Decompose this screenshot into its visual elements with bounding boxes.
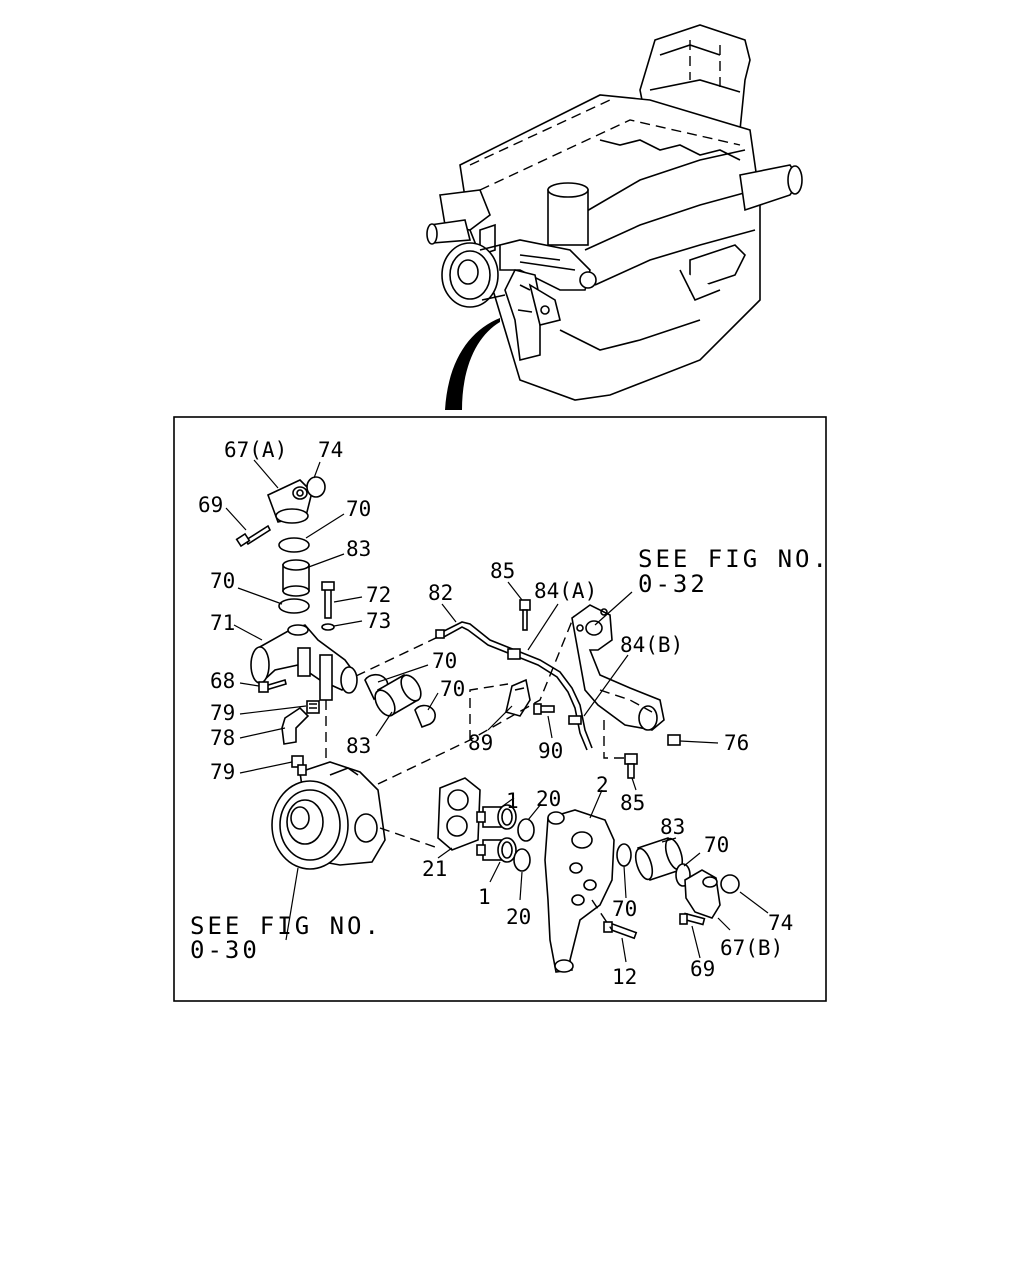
bolt-69-upper [235, 524, 272, 548]
callout-83-upper: 83 [346, 537, 371, 561]
callout-labels: 67(A) 74 69 70 83 70 72 71 73 68 79 78 7… [190, 438, 830, 989]
callout-21: 21 [422, 857, 447, 881]
bypass-pipe-82 [435, 621, 593, 751]
plug-76 [667, 734, 681, 746]
callout-83-right: 83 [660, 815, 685, 839]
callout-72: 72 [366, 583, 391, 607]
callout-70-c: 70 [432, 649, 457, 673]
seal-20-upper [517, 818, 535, 842]
thermostat-1-lower [476, 837, 517, 863]
hose-83-upper [282, 559, 310, 597]
parts-group [235, 476, 740, 973]
callout-70-d: 70 [440, 677, 465, 701]
callout-70-f: 70 [612, 897, 637, 921]
clamp-70-d [414, 704, 436, 729]
detail-frame [173, 416, 827, 1002]
callout-69-upper: 69 [198, 493, 223, 517]
bracket-89 [505, 678, 531, 717]
callout-70-a: 70 [346, 497, 371, 521]
hose-83-right [634, 836, 684, 882]
callout-70-b: 70 [210, 569, 235, 593]
callout-12: 12 [612, 965, 637, 989]
callout-74-lower: 74 [768, 911, 793, 935]
thermostat-housing-lower [684, 869, 721, 919]
elbow-hose-78 [281, 706, 310, 745]
bolt-85-upper [519, 599, 531, 631]
callout-73: 73 [366, 609, 391, 633]
gasket-74-upper [306, 476, 326, 498]
bolt-68 [258, 678, 287, 693]
callout-82: 82 [428, 581, 453, 605]
callout-67a: 67(A) [224, 438, 287, 462]
see-fig-ref-top-line1: SEE FIG NO. [638, 545, 830, 573]
spacer-bolt-column [319, 654, 333, 770]
callout-85-lower: 85 [620, 791, 645, 815]
callout-85-upper: 85 [490, 559, 515, 583]
gasket-21 [437, 777, 481, 851]
callout-84b: 84(B) [620, 633, 683, 657]
o-ring-70-b [278, 598, 310, 614]
bracket-84a [571, 604, 665, 731]
callout-68: 68 [210, 669, 235, 693]
callout-70-e: 70 [704, 833, 729, 857]
water-pump [271, 761, 386, 870]
thermostat-1-upper [476, 804, 517, 830]
leader-lines [225, 459, 769, 963]
gasket-74-lower [720, 874, 740, 894]
hose-83-middle [374, 673, 422, 717]
callout-2: 2 [596, 773, 609, 797]
o-ring-70-e [616, 843, 632, 867]
bolt-69-lower [679, 912, 706, 926]
callout-79-upper: 79 [210, 701, 235, 725]
callout-1-upper: 1 [506, 789, 519, 813]
bolt-90 [533, 703, 555, 715]
engine-overview-illustration [426, 24, 803, 410]
see-fig-ref-top-line2: 0-32 [638, 570, 708, 598]
o-ring-70-a [278, 537, 310, 553]
bolt-85-lower [624, 753, 638, 779]
bolt-72 [321, 581, 335, 619]
callout-20-upper: 20 [536, 787, 561, 811]
see-fig-ref-bottom-line2: 0-30 [190, 936, 260, 964]
callout-83-middle: 83 [346, 734, 371, 758]
callout-1-lower: 1 [478, 885, 491, 909]
callout-74-upper: 74 [318, 438, 343, 462]
callout-69-lower: 69 [690, 957, 715, 981]
see-fig-ref-bottom-line1: SEE FIG NO. [190, 912, 382, 940]
callout-20-lower: 20 [506, 905, 531, 929]
thermostat-housing-2 [544, 809, 615, 973]
callout-90: 90 [538, 739, 563, 763]
callout-79-lower: 79 [210, 760, 235, 784]
callout-84a: 84(A) [534, 579, 597, 603]
fitting-79-upper [306, 700, 320, 714]
bolt-12 [603, 921, 638, 940]
callout-71: 71 [210, 611, 235, 635]
seal-20-lower [513, 848, 531, 872]
callout-76: 76 [724, 731, 749, 755]
washer-73 [321, 623, 335, 631]
callout-89: 89 [468, 731, 493, 755]
callout-78: 78 [210, 726, 235, 750]
callout-67b: 67(B) [720, 936, 783, 960]
thermostat-housing-upper [266, 479, 313, 524]
